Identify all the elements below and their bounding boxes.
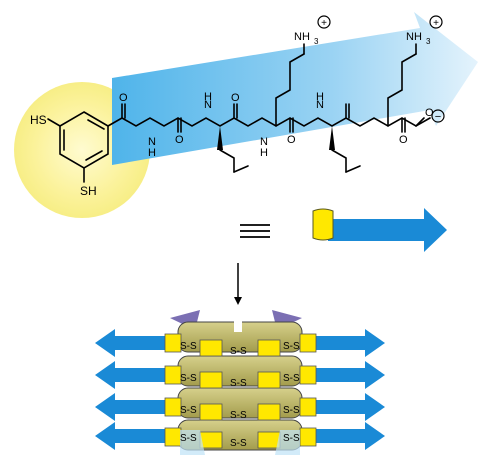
oxygen-label-4: O xyxy=(287,134,296,146)
ss-r3-left: S-S xyxy=(180,405,197,416)
ss-r1-right: S-S xyxy=(283,341,300,352)
legend-row xyxy=(240,208,447,252)
tab-r4-right xyxy=(299,427,317,447)
ss-r2-mid: S-S xyxy=(230,378,247,389)
strand-glyph-arrow xyxy=(328,208,447,252)
tab-r3-midleft xyxy=(199,403,223,421)
oxygen-label-2: O xyxy=(175,134,184,146)
tab-r3-midright xyxy=(257,403,281,421)
amide-h-3: H xyxy=(260,147,268,159)
equivalence-sign xyxy=(240,224,270,238)
amide-n-3: N xyxy=(260,136,268,148)
stack-row-2-arrows xyxy=(95,361,385,389)
down-arrow xyxy=(234,263,242,305)
tab-r1-midleft xyxy=(199,339,223,357)
tab-r4-midright xyxy=(257,431,281,449)
thiol-label-top: HS xyxy=(30,113,47,127)
stack-row-4-arrows xyxy=(95,422,385,450)
amide-n-4: N xyxy=(316,99,324,111)
amide-n-2: N xyxy=(204,99,212,111)
ss-r2-left: S-S xyxy=(180,373,197,384)
ammonium-label-1: NH xyxy=(294,31,310,43)
amide-h-1: H xyxy=(148,147,156,159)
bottom-glow-left xyxy=(180,430,205,455)
tab-r4-midleft xyxy=(199,431,223,449)
tab-r3-left xyxy=(164,397,182,417)
disulfide-labels: S-S S-S S-S S-S S-S S-S S-S S-S S-S S-S … xyxy=(180,341,300,449)
tab-r1-right xyxy=(299,333,317,353)
tab-r2-right xyxy=(299,365,317,385)
strand-glyph xyxy=(312,208,447,252)
molecule-panel: HS SH xyxy=(14,12,478,218)
peptide-strand-arrow xyxy=(112,12,478,165)
ring-top-opening xyxy=(234,318,242,332)
tab-r1-midright xyxy=(257,339,281,357)
positive-charge-2 xyxy=(429,15,443,29)
positive-charge-2-sign: + xyxy=(433,18,439,29)
ss-r3-mid: S-S xyxy=(230,410,247,421)
tab-r2-midleft xyxy=(199,371,223,389)
oxygen-label-3: O xyxy=(231,92,240,104)
oxygen-label-6: O xyxy=(425,107,434,119)
assembled-stack: S-S S-S S-S S-S S-S S-S S-S S-S S-S S-S … xyxy=(95,310,385,455)
positive-charge-1 xyxy=(317,15,331,29)
thiol-label-bottom: SH xyxy=(80,184,97,198)
tab-r1-left xyxy=(164,333,182,353)
stack-row-1-arrows xyxy=(95,329,385,357)
tab-r2-left xyxy=(164,365,182,385)
ss-r4-right: S-S xyxy=(283,433,300,444)
amide-h-2: H xyxy=(204,91,212,103)
amide-h-4: H xyxy=(316,91,324,103)
leucine-side-chains xyxy=(217,126,361,173)
tab-r2-midright xyxy=(257,371,281,389)
ss-r3-right: S-S xyxy=(283,405,300,416)
ammonium-label-2: NH xyxy=(406,31,422,43)
oxygen-label-5: O xyxy=(399,134,408,146)
strand-glyph-tab xyxy=(312,208,334,241)
tab-r3-right xyxy=(299,397,317,417)
ss-r1-mid: S-S xyxy=(230,346,247,357)
ammonium-subscript-1: 3 xyxy=(314,37,319,46)
ss-r4-mid: S-S xyxy=(230,438,247,449)
bottom-glow-right xyxy=(275,430,300,455)
tab-r4-left xyxy=(164,427,182,447)
ammonium-subscript-2: 3 xyxy=(426,37,431,46)
yellow-tabs xyxy=(164,333,317,449)
positive-charge-1-sign: + xyxy=(321,18,327,29)
ss-r2-right: S-S xyxy=(283,373,300,384)
stack-row-3-arrows xyxy=(95,393,385,421)
oxygen-label-1: O xyxy=(119,92,128,104)
ss-r4-left: S-S xyxy=(180,433,197,444)
negative-charge xyxy=(431,109,445,123)
negative-charge-sign: − xyxy=(435,111,441,123)
ss-r1-left: S-S xyxy=(180,341,197,352)
lysine-side-chains xyxy=(275,43,417,127)
benzene-ring xyxy=(47,111,123,183)
stack-arrows xyxy=(95,329,385,450)
amide-n-1: N xyxy=(148,136,156,148)
